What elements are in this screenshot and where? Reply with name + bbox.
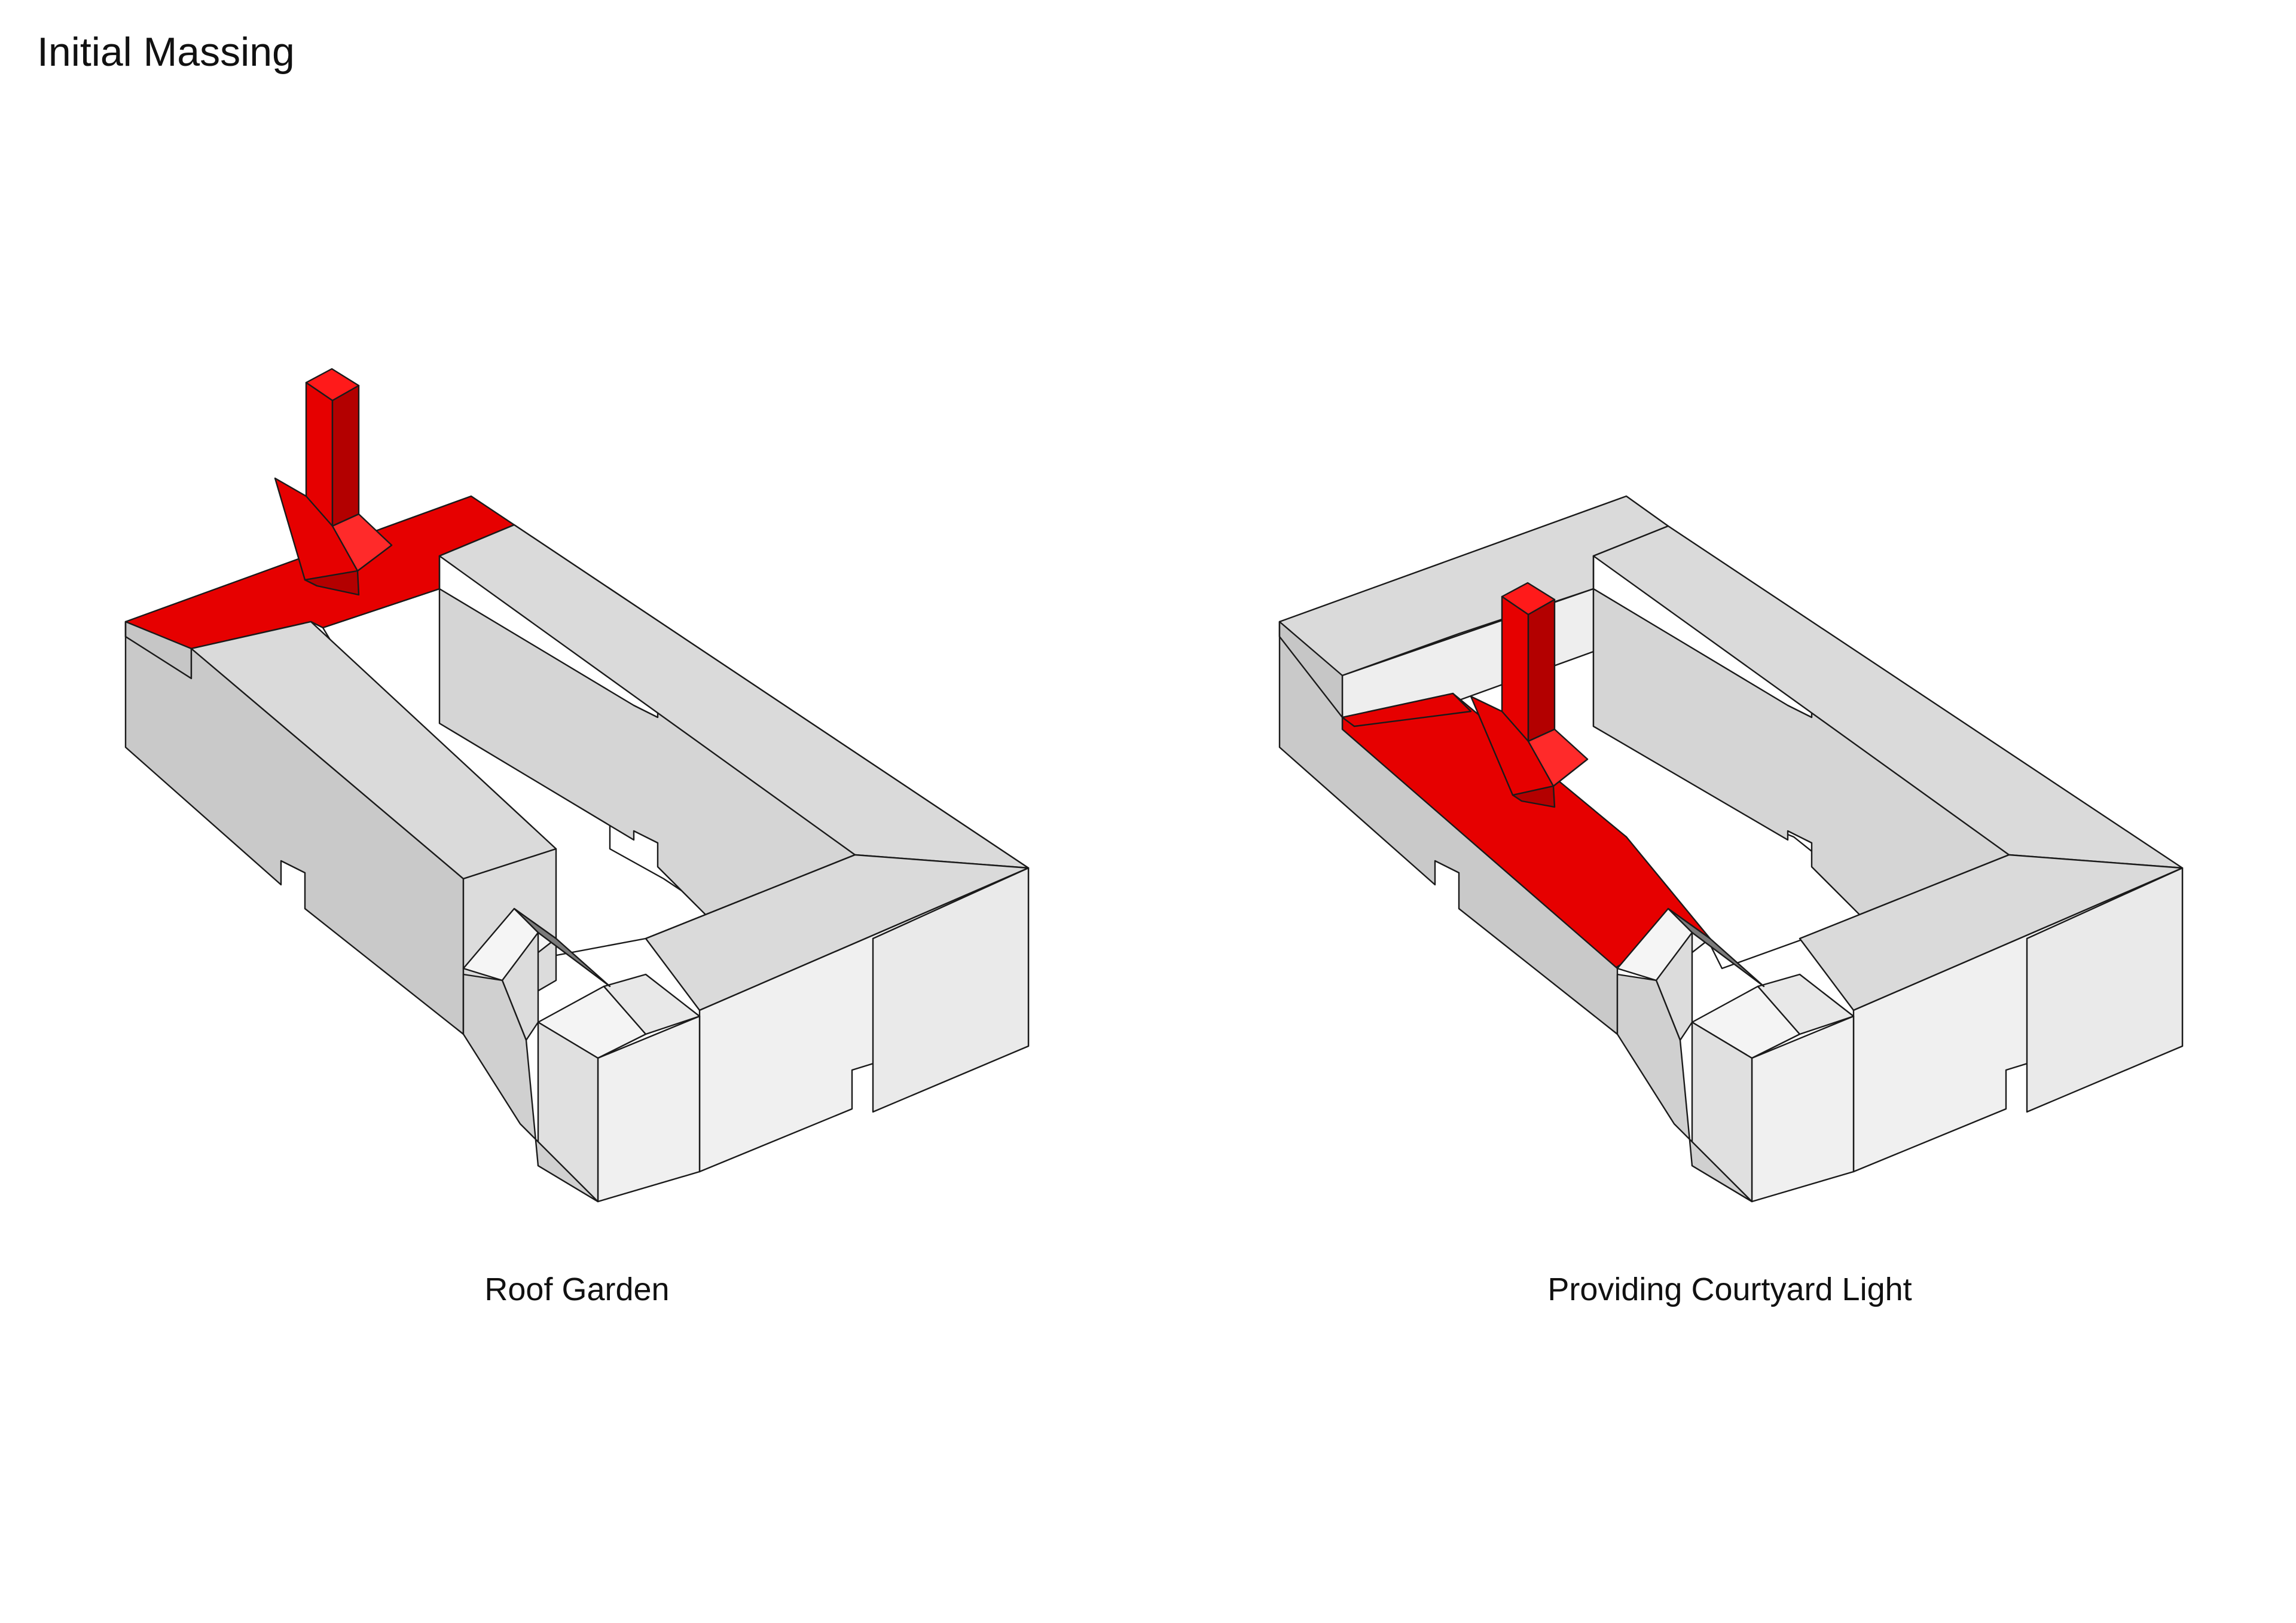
left-outer-wall — [124, 621, 465, 1035]
page-title: Initial Massing — [37, 29, 295, 75]
caption-courtyard-light: Providing Courtyard Light — [1547, 1271, 1912, 1307]
front-right-face-end — [872, 867, 1030, 1113]
wing-end-fold-b — [513, 907, 611, 988]
wing-end-front — [1616, 973, 1753, 1203]
wing-end-fold-b — [1667, 907, 1765, 988]
massing-courtyard-light — [1278, 495, 2184, 1203]
arrow-down-icon — [1470, 582, 1589, 808]
arrow-down-icon — [274, 368, 393, 596]
courtyard-light-highlight-edge — [1341, 692, 1472, 728]
caption-roof-garden: Roof Garden — [484, 1271, 670, 1307]
left-outer-wall-top — [1278, 621, 1344, 719]
wing-end-front — [462, 973, 599, 1203]
front-right-face-end — [2026, 867, 2184, 1113]
massing-roof-garden — [124, 368, 1030, 1203]
